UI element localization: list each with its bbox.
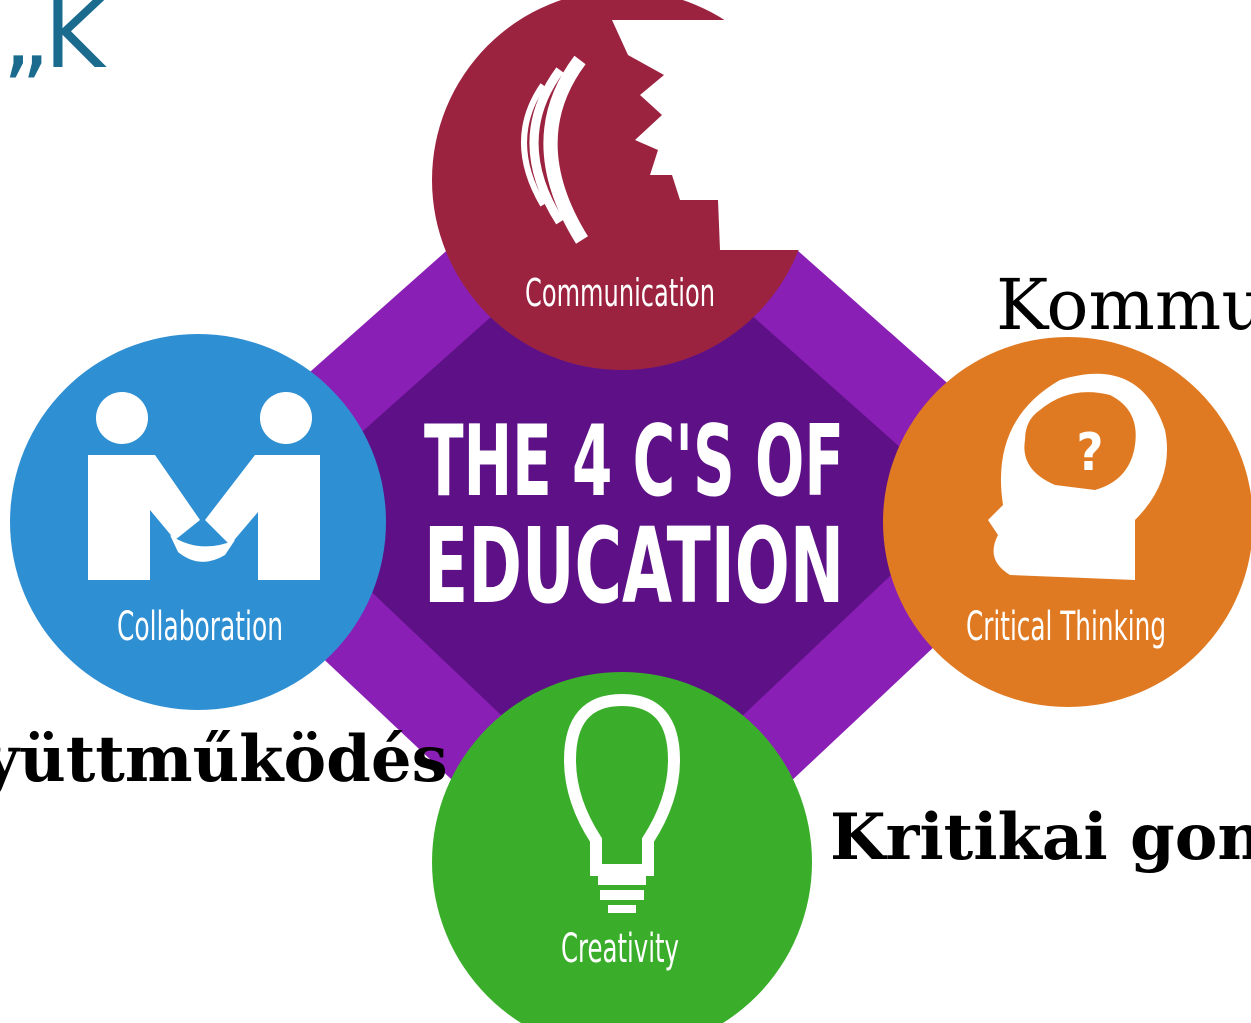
collaboration-node: Collaboration: [10, 334, 386, 710]
thinking-head-icon: ?: [988, 373, 1167, 580]
critical-thinking-node: ? Critical Thinking: [883, 337, 1251, 707]
overlay-kritikai-gondolkodas: Kritikai gond: [830, 800, 1251, 875]
speaking-head-icon: [521, 20, 812, 250]
diamond-inner: [280, 200, 965, 830]
collaboration-label: Collaboration: [117, 604, 283, 650]
creativity-label: Creativity: [561, 926, 679, 972]
creativity-node: Creativity: [432, 672, 812, 1023]
title-line-1: THE 4 C'S OF: [424, 405, 844, 519]
svg-text:?: ?: [1076, 423, 1103, 483]
overlay-kommunikacio: Kommun: [996, 264, 1251, 346]
communication-node: Communication: [432, 0, 812, 370]
center-title: THE 4 C'S OF EDUCATION: [424, 405, 844, 627]
critical-thinking-label: Critical Thinking: [966, 604, 1166, 650]
collaboration-circle: [10, 334, 386, 710]
title-line-2: EDUCATION: [424, 505, 844, 627]
overlay-egyuttmukodes: yüttműködés: [0, 722, 448, 797]
slide-title-fragment: „K: [2, 0, 105, 89]
handshake-icon: [88, 392, 320, 580]
lightbulb-icon: [563, 693, 681, 913]
creativity-circle: [432, 672, 812, 1023]
communication-label: Communication: [525, 271, 715, 315]
